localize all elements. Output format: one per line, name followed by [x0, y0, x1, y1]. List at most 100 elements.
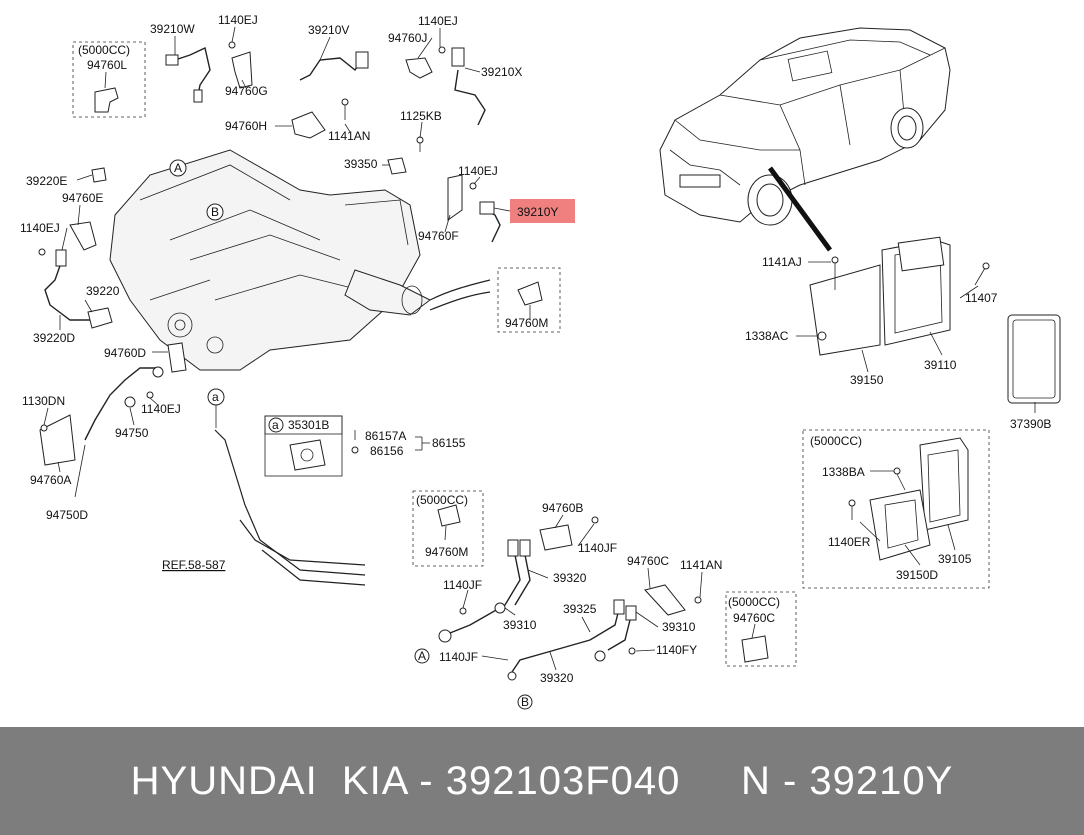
label-1140FY: 1140FY — [656, 643, 697, 657]
label-94760G: 94760G — [225, 84, 268, 98]
label-5000cc-b: (5000CC) — [416, 493, 468, 507]
sensor-wire-39320-a — [444, 554, 521, 636]
label-39350: 39350 — [344, 157, 378, 171]
label-37390B: 37390B — [1010, 417, 1051, 431]
bracket-5000cc-box-m1 — [497, 267, 561, 333]
label-11407: 11407 — [965, 291, 998, 305]
car-illustration — [659, 27, 951, 252]
label-39105: 39105 — [938, 552, 972, 566]
label-39320-a: 39320 — [553, 571, 587, 585]
label-39210X: 39210X — [481, 65, 522, 79]
label-94760B: 94760B — [542, 501, 583, 515]
label-94760C-b: 94760C — [733, 611, 775, 625]
label-1140ER: 1140ER — [828, 535, 871, 549]
bracket-94760C — [644, 584, 686, 616]
sensor-wire-39220D — [44, 259, 90, 321]
bracket-94760D — [167, 342, 187, 373]
tube — [214, 429, 366, 576]
bracket-94760H — [291, 111, 326, 139]
label-5000cc-a: (5000CC) — [78, 43, 130, 57]
label-1338AC: 1338AC — [745, 329, 789, 343]
label-94750: 94750 — [115, 426, 149, 440]
footer-brand-part-number: HYUNDAI KIA - 392103F040 — [130, 758, 681, 803]
label-1141AN-b: 1141AN — [680, 558, 722, 572]
bracket-5000cc-box-a — [72, 41, 146, 118]
label-1140JF-b: 1140JF — [443, 578, 482, 592]
detail-box-35301B: a — [264, 415, 343, 477]
ecu-5000cc — [848, 437, 969, 561]
label-39325: 39325 — [563, 602, 597, 616]
ecu-5000cc-box — [802, 429, 990, 589]
label-94760F: 94760F — [418, 229, 459, 243]
sensor-wire-94750D — [84, 367, 160, 441]
label-39310-b: 39310 — [662, 620, 696, 634]
bracket-94760E — [69, 221, 97, 251]
label-1140EJ-b: 1140EJ — [418, 14, 458, 28]
label-1140JF-a: 1140JF — [578, 541, 617, 555]
label-1140EJ-e: 1140EJ — [141, 402, 181, 416]
label-39220: 39220 — [86, 284, 120, 298]
bracket-94760G — [231, 51, 253, 89]
label-1130DN: 1130DN — [22, 394, 65, 408]
label-86157A: 86157A — [365, 429, 406, 443]
label-39210W: 39210W — [150, 22, 195, 36]
label-1140EJ-c: 1140EJ — [458, 164, 498, 178]
label-39320-b: 39320 — [540, 671, 574, 685]
part-number-footer: HYUNDAI KIA - 392103F040 N - 39210Y — [0, 727, 1084, 835]
sensor-39350 — [387, 157, 407, 175]
bracket-5000cc-box-m2 — [412, 490, 484, 567]
label-94760C-a: 94760C — [627, 554, 669, 568]
label-86155: 86155 — [432, 436, 466, 450]
label-1338BA: 1338BA — [822, 465, 865, 479]
label-5000cc-c: (5000CC) — [728, 595, 780, 609]
label-94760M-b: 94760M — [425, 545, 468, 559]
leader-lines — [43, 26, 1036, 671]
bracket-94760C-b — [741, 635, 769, 663]
label-1140EJ-d: 1140EJ — [20, 221, 60, 235]
label-39150D: 39150D — [896, 568, 938, 582]
label-94760J: 94760J — [388, 31, 427, 45]
label-94760H: 94760H — [225, 119, 267, 133]
label-39220D: 39220D — [33, 331, 75, 345]
sensor-39220 — [87, 307, 113, 329]
label-5000cc-d: (5000CC) — [810, 434, 862, 448]
label-35301B: 35301B — [288, 418, 329, 432]
label-94760M-a: 94760M — [505, 316, 548, 330]
bracket-94760L — [94, 87, 119, 113]
engine-block: A B — [109, 149, 491, 371]
marker-B-bottom: B — [521, 695, 529, 709]
marker-B-engine: B — [211, 205, 219, 219]
sensor-wire-39320-b — [511, 604, 621, 673]
label-1141AN-a: 1141AN — [328, 129, 370, 143]
label-1140JF-c: 1140JF — [439, 650, 478, 664]
marker-a-tube: a — [212, 390, 219, 404]
label-39310-a: 39310 — [503, 618, 537, 632]
bracket-94760F — [447, 174, 463, 221]
sensor-wire-39210Y — [484, 209, 501, 243]
footer-diagram-code: N - 39210Y — [740, 758, 954, 803]
label-94750D: 94750D — [46, 508, 88, 522]
highlight-39210Y — [510, 199, 575, 223]
label-1141AJ: 1141AJ — [762, 255, 802, 269]
label-39110: 39110 — [924, 358, 957, 372]
label-ref-58-587: REF.58-587 — [162, 558, 226, 572]
bracket-94760M-a — [517, 281, 543, 306]
label-39150: 39150 — [850, 373, 884, 387]
marker-a-detail: a — [272, 418, 279, 432]
label-94760E: 94760E — [62, 191, 103, 205]
sensor-39220E — [91, 167, 107, 183]
sensor-wire-39210V — [299, 57, 363, 81]
label-94760D: 94760D — [104, 346, 146, 360]
bracket-94760B — [539, 524, 573, 551]
bracket-94760J — [405, 57, 433, 79]
marker-A-bottom: A — [418, 649, 426, 663]
marker-A-engine: A — [174, 161, 182, 175]
label-94760L: 94760L — [87, 58, 127, 72]
sensor-wire-39210X — [454, 69, 486, 126]
parts-diagram: A B a — [20, 13, 1061, 710]
label-39220E: 39220E — [26, 174, 67, 188]
sensor-wire-39210W — [174, 46, 211, 96]
label-94760A: 94760A — [30, 473, 71, 487]
label-1125KB: 1125KB — [400, 109, 442, 123]
bracket-94760A — [39, 414, 76, 466]
